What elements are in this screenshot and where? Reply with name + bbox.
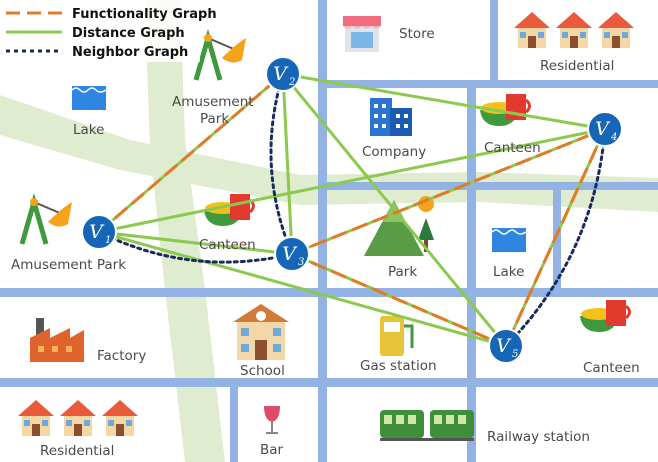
label-company: Company: [362, 144, 426, 160]
neighbor-edges: [97, 72, 607, 348]
lake-icon: [71, 86, 107, 110]
gas-pump-icon: [380, 316, 414, 356]
legend-neighbor-label: Neighbor Graph: [72, 45, 188, 60]
functionality-edge-v3-v4: [290, 127, 607, 256]
school-icon: [233, 304, 289, 360]
functionality-edge-v4-v5: [504, 127, 607, 348]
node-circle: [488, 328, 524, 364]
house-icon: [60, 400, 96, 436]
houses-icon: [514, 12, 634, 48]
node-label: V: [89, 221, 105, 243]
train-icon: [380, 410, 474, 441]
node-label: V: [273, 63, 289, 85]
legend: Functionality Graph Distance Graph Neigh…: [0, 0, 217, 62]
label-lake-left: Lake: [73, 122, 104, 138]
store-icon: [343, 16, 381, 52]
wine-glass-icon: [264, 406, 280, 434]
functionality-edge-v1-v2: [97, 72, 285, 234]
house-icon: [514, 12, 550, 48]
node-subscript: 1: [105, 235, 111, 246]
node-subscript: 3: [298, 257, 304, 268]
node-label: V: [282, 243, 298, 265]
houses-icon: [18, 400, 138, 436]
neighbor-edge-v2-v3: [269, 72, 294, 256]
label-canteen-mid: Canteen: [199, 237, 256, 253]
node-circle: [274, 236, 310, 272]
node-subscript: 2: [288, 77, 295, 88]
distance-edge-v1-v3: [98, 230, 293, 256]
node-subscript: 4: [610, 132, 617, 143]
label-amusement-park-left: Amusement Park: [11, 257, 126, 273]
label-amusement-park-top: Amusement Park: [172, 94, 258, 127]
neighbor-edge-v1-v3: [97, 230, 294, 264]
swing-ride-icon: [193, 28, 246, 81]
legend-distance-label: Distance Graph: [72, 26, 185, 41]
legend-functionality-label: Functionality Graph: [72, 7, 217, 22]
label-factory: Factory: [97, 348, 146, 364]
label-bar: Bar: [260, 442, 284, 458]
house-icon: [18, 400, 54, 436]
node-label: V: [496, 335, 512, 357]
label-residential-bottom: Residential: [40, 443, 114, 459]
distance-edge-v1-v5: [98, 230, 507, 348]
label-canteen-top: Canteen: [484, 140, 541, 156]
company-building-icon: [370, 98, 412, 136]
label-school: School: [240, 363, 285, 379]
node-circle: [265, 56, 301, 92]
functionality-edges: [97, 72, 607, 348]
label-residential-top: Residential: [540, 58, 614, 74]
house-icon: [556, 12, 592, 48]
functionality-edge-v3-v5: [290, 252, 508, 348]
swing-ride-icon: [19, 192, 72, 245]
distance-edge-v2-v3: [281, 73, 294, 255]
node-subscript: 5: [512, 349, 518, 360]
node-label: V: [595, 118, 611, 140]
distance-edge-v2-v5: [281, 73, 508, 347]
label-gas-station: Gas station: [360, 358, 437, 374]
factory-icon: [30, 318, 84, 362]
label-railway-station: Railway station: [487, 429, 590, 445]
canteen-food-icon: [580, 300, 631, 332]
label-lake-right: Lake: [493, 264, 524, 280]
house-icon: [102, 400, 138, 436]
lake-icon: [491, 228, 527, 252]
distance-edge-v2-v4: [282, 72, 606, 131]
house-icon: [598, 12, 634, 48]
node-circle: [587, 111, 623, 147]
label-store: Store: [399, 26, 435, 42]
neighbor-edge-v4-v5: [504, 127, 607, 348]
label-canteen-right: Canteen: [583, 360, 640, 376]
node-circle: [81, 214, 117, 250]
label-park: Park: [388, 264, 417, 280]
distance-edge-v1-v4: [98, 127, 606, 234]
